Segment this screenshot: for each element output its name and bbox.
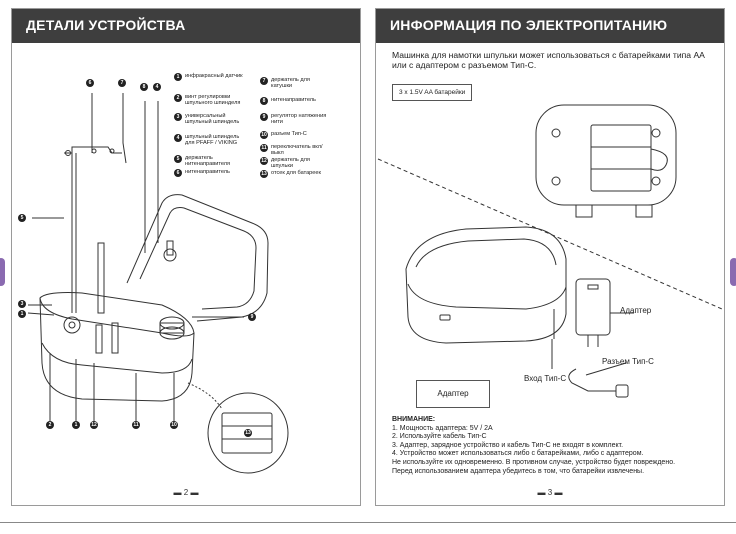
power-illustration (377, 104, 723, 398)
right-header-band: ИНФОРМАЦИЯ ПО ЭЛЕКТРОПИТАНИЮ (376, 9, 724, 43)
warning-line-6: Перед использованием адаптера убедитесь … (392, 467, 645, 475)
warning-block: ВНИМАНИЕ: 1. Мощность адаптера: 5V / 2A … (392, 416, 720, 476)
callout-1-bottom: 1 (72, 421, 80, 429)
warning-line-4: 4. Устройство может использоваться либо … (392, 450, 644, 458)
typec-connector-label: Разъем Тип-С (602, 357, 654, 366)
bottom-rule (0, 522, 736, 523)
right-page-number: ▬ 3 ▬ (537, 488, 563, 497)
battery-label-box: 3 x 1.5V AA батарейки (392, 84, 473, 101)
warning-line-5: Не используйте их одновременно. В против… (392, 458, 676, 466)
device-illustration (27, 93, 289, 474)
right-page: ИНФОРМАЦИЯ ПО ЭЛЕКТРОПИТАНИЮ Машинка для… (375, 8, 725, 506)
typec-input-label: Вход Тип-С (524, 374, 567, 383)
callout-7: 7 (118, 79, 126, 87)
callout-13: 13 (244, 429, 252, 437)
left-page-title: ДЕТАЛИ УСТРОЙСТВА (26, 17, 186, 33)
adapter-label: Адаптер (620, 306, 652, 315)
callout-5: 5 (18, 214, 26, 222)
left-page-number: ▬ 2 ▬ (173, 488, 199, 497)
right-side-tab (730, 258, 736, 286)
warning-line-1: 1. Мощность адаптера: 5V / 2A (392, 424, 493, 432)
right-page-title: ИНФОРМАЦИЯ ПО ЭЛЕКТРОПИТАНИЮ (390, 17, 668, 33)
callout-2: 2 (46, 421, 54, 429)
callout-6: 6 (86, 79, 94, 87)
callout-9: 9 (248, 313, 256, 321)
warning-line-2: 2. Используйте кабель Тип-С (392, 433, 487, 441)
left-header-band: ДЕТАЛИ УСТРОЙСТВА (12, 9, 360, 43)
callout-8: 8 (140, 83, 148, 91)
warning-title: ВНИМАНИЕ: (392, 416, 436, 423)
left-side-tab (0, 258, 5, 286)
warning-line-3: 3. Адаптер, зарядное устройство и кабель… (392, 441, 624, 449)
callout-1: 1 (18, 310, 26, 318)
left-page: ДЕТАЛИ УСТРОЙСТВА (11, 8, 361, 506)
callout-3: 3 (18, 300, 26, 308)
callout-4: 4 (153, 83, 161, 91)
callout-12: 12 (90, 421, 98, 429)
adapter-box: Адаптер (416, 380, 490, 408)
callout-10: 10 (170, 421, 178, 429)
callout-11: 11 (132, 421, 140, 429)
power-intro-text: Машинка для намотки шпульки может исполь… (392, 50, 705, 70)
